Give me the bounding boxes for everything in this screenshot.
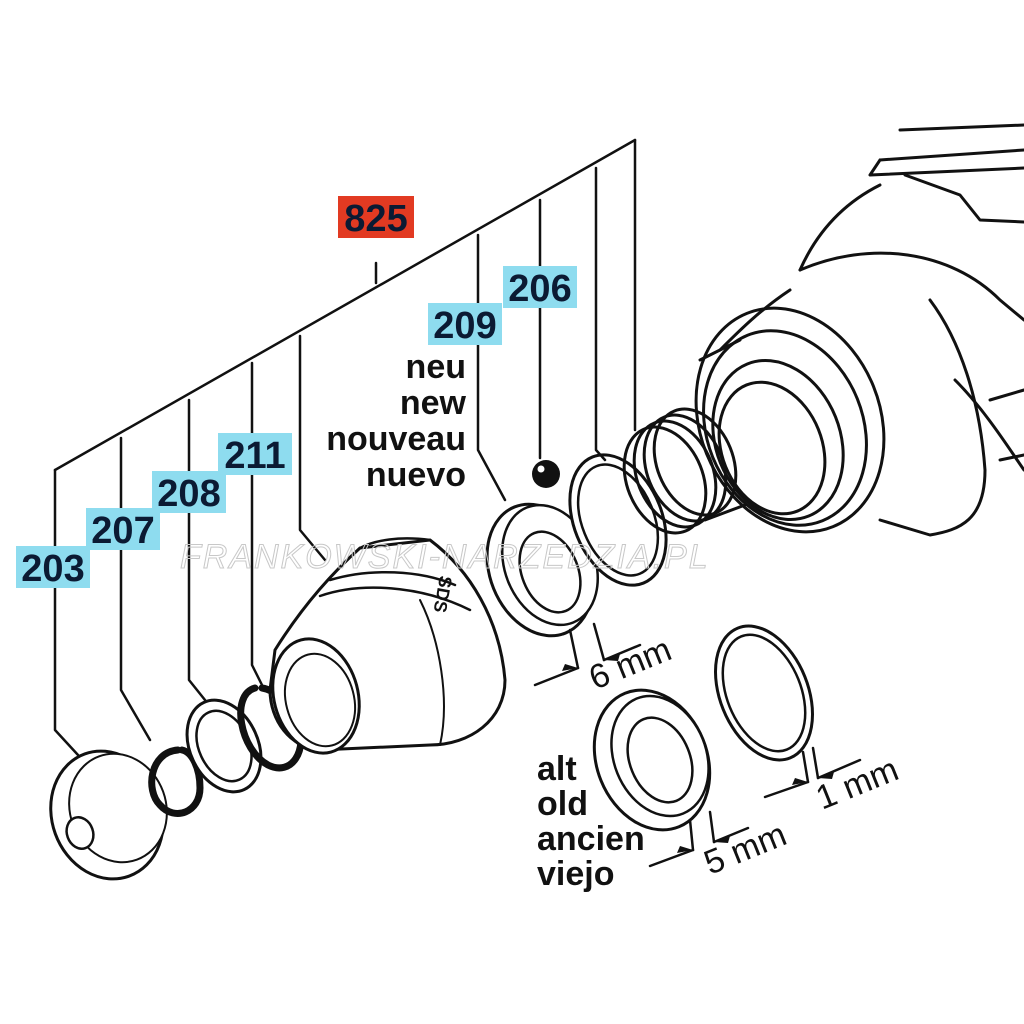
new-label-es: nuevo xyxy=(366,456,466,494)
part-206-ring xyxy=(568,453,668,587)
part-badge-209: 209 xyxy=(428,303,502,347)
part-badge-bg xyxy=(503,266,577,308)
old-label-de: alt xyxy=(537,750,577,788)
part-209-new-washer xyxy=(485,502,600,638)
part-825-cap xyxy=(268,537,507,755)
old-label-en: old xyxy=(537,785,588,823)
new-label: neu new nouveau nuevo xyxy=(326,348,466,494)
old-label: alt old ancien viejo xyxy=(537,750,645,893)
new-label-fr: nouveau xyxy=(326,420,466,458)
part-badge-bg xyxy=(86,508,160,550)
group-badge-825-bg xyxy=(338,196,414,238)
part-number-203: 203 xyxy=(21,548,84,590)
part-badge-bg xyxy=(428,303,502,345)
part-number-206: 206 xyxy=(508,268,571,310)
part-badge-208: 208 xyxy=(152,471,226,515)
part-203-end-cap xyxy=(49,749,168,881)
part-badge-203: 203 xyxy=(16,546,90,590)
part-number-211: 211 xyxy=(224,435,285,477)
watermark: FRANKOWSKI-NARZEDZIA.PL xyxy=(180,538,710,576)
group-number: 825 xyxy=(344,198,407,240)
new-label-de: neu xyxy=(406,348,466,386)
part-number-208: 208 xyxy=(157,473,220,515)
part-badge-211: 211 xyxy=(218,433,292,477)
part-badge-bg xyxy=(218,433,292,475)
old-label-fr: ancien xyxy=(537,820,645,858)
part-badge-206: 206 xyxy=(503,266,577,310)
part-badge-bg xyxy=(16,546,90,588)
part-spring xyxy=(622,407,738,535)
drill-housing xyxy=(694,123,1024,537)
group-badge-825: 825 xyxy=(338,196,414,240)
part-ball xyxy=(532,460,560,488)
new-label-en: new xyxy=(400,384,467,422)
part-badge-207: 207 xyxy=(86,508,160,552)
old-ring xyxy=(714,624,814,762)
leader-lines xyxy=(53,138,637,757)
part-208-washer xyxy=(185,698,263,794)
part-number-209: 209 xyxy=(433,305,496,347)
old-label-es: viejo xyxy=(537,855,614,893)
old-washer xyxy=(592,688,712,832)
part-badge-bg xyxy=(152,471,226,513)
part-number-207: 207 xyxy=(91,510,154,552)
